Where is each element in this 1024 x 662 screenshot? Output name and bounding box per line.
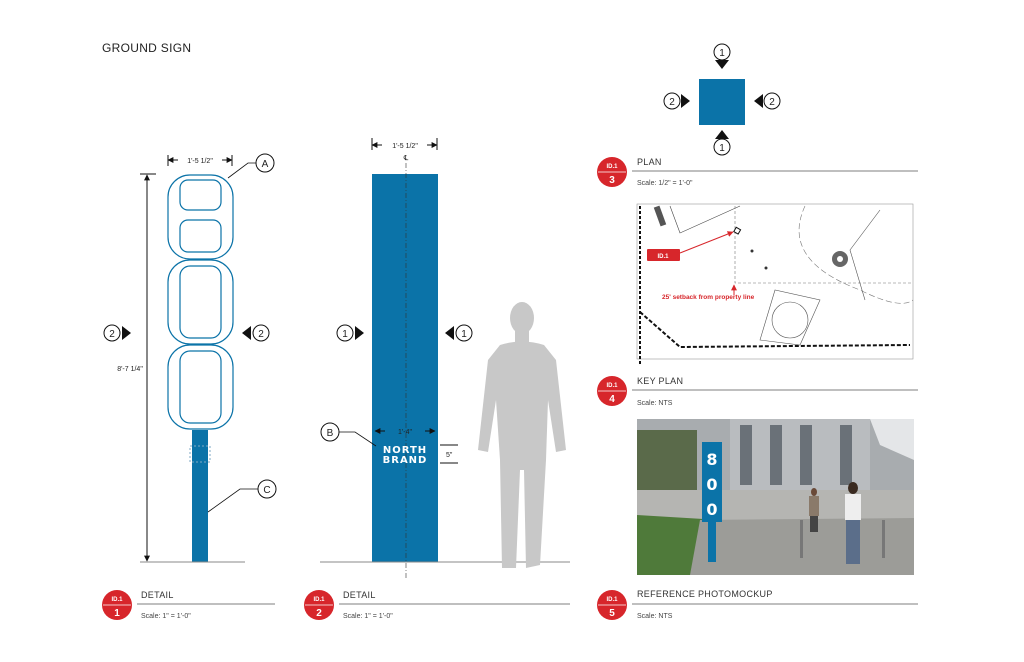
plan-view: 1 1 2 2 [663,43,781,156]
detail-scale: Scale: NTS [637,613,673,620]
detail-scale: Scale: 1" = 1'-0" [141,613,191,620]
detail-number: 1 [114,608,120,619]
sign-numerals-800 [167,174,234,430]
detail-scale: Scale: 1/2" = 1'-0" [637,180,693,187]
detail-number: 5 [609,608,615,619]
logo-line-1: NORTH [383,445,427,456]
svg-text:0: 0 [706,500,717,519]
callout-b: B [327,428,334,439]
human-scale-silhouette [478,302,566,568]
logo-height-dimension: 5" [446,452,453,459]
key-plan-drawing: ID.1 25' setback from property line [636,203,914,365]
sheet-id: ID.1 [313,597,325,603]
logo-line-2: BRAND [383,455,428,466]
width-dimension: 1'-5 1/2" [392,143,418,150]
detail-number: 4 [609,394,615,405]
sign-post [192,430,208,562]
view-marker-right: 2 [258,329,264,340]
detail-title: PLAN [637,157,662,167]
logo-width-dimension: 1'-4" [398,429,412,436]
callout-a: A [262,159,269,170]
detail-number: 2 [316,608,322,619]
view-marker-right: 1 [461,329,467,340]
detail-title: KEY PLAN [637,376,683,386]
detail-2-elevation: 1'-5 1/2" ℄ 1'-4" NORTH BRAND 5" B 1 1 [320,138,570,580]
sign-panel [372,174,438,562]
detail-title: REFERENCE PHOTOMOCKUP [637,589,773,599]
title-block-3: ID.1 3 PLAN Scale: 1/2" = 1'-0" [597,157,918,187]
title-block-4: ID.1 4 KEY PLAN Scale: NTS [597,376,918,407]
height-dimension: 8'-7 1/4" [117,366,143,373]
page-title: GROUND SIGN [102,41,191,55]
view-marker-left: 2 [109,329,115,340]
view-marker-left: 1 [342,329,348,340]
centerline-symbol: ℄ [403,155,409,162]
width-dimension: 1'-5 1/2" [187,158,213,165]
svg-text:0: 0 [706,475,717,494]
title-block-1: ID.1 1 DETAIL Scale: 1" = 1'-0" [102,590,275,620]
sheet-id: ID.1 [606,164,618,170]
sheet-id: ID.1 [606,383,618,389]
detail-title: DETAIL [343,590,376,600]
title-block-5: ID.1 5 REFERENCE PHOTOMOCKUP Scale: NTS [597,589,918,620]
detail-scale: Scale: NTS [637,400,673,407]
detail-scale: Scale: 1" = 1'-0" [343,613,393,620]
setback-note: 25' setback from property line [662,294,755,301]
reference-photomockup: 8 0 0 800 [637,419,914,575]
sheet-id: ID.1 [606,597,618,603]
title-block-2: ID.1 2 DETAIL Scale: 1" = 1'-0" [304,590,570,620]
detail-1-elevation: 1'-5 1/2" 8'-7 1/4" 800 A C 2 2 [103,153,277,563]
marker-top: 1 [719,48,725,59]
marker-right: 2 [769,97,775,108]
sign-plan-square [699,79,745,125]
sheet-id: ID.1 [111,597,123,603]
marker-left: 2 [669,97,675,108]
callout-c: C [263,485,270,496]
detail-title: DETAIL [141,590,174,600]
sign-tag: ID.1 [657,254,669,260]
photo-sign-8: 8 [706,450,717,469]
marker-bottom: 1 [719,143,725,154]
detail-number: 3 [609,175,615,186]
